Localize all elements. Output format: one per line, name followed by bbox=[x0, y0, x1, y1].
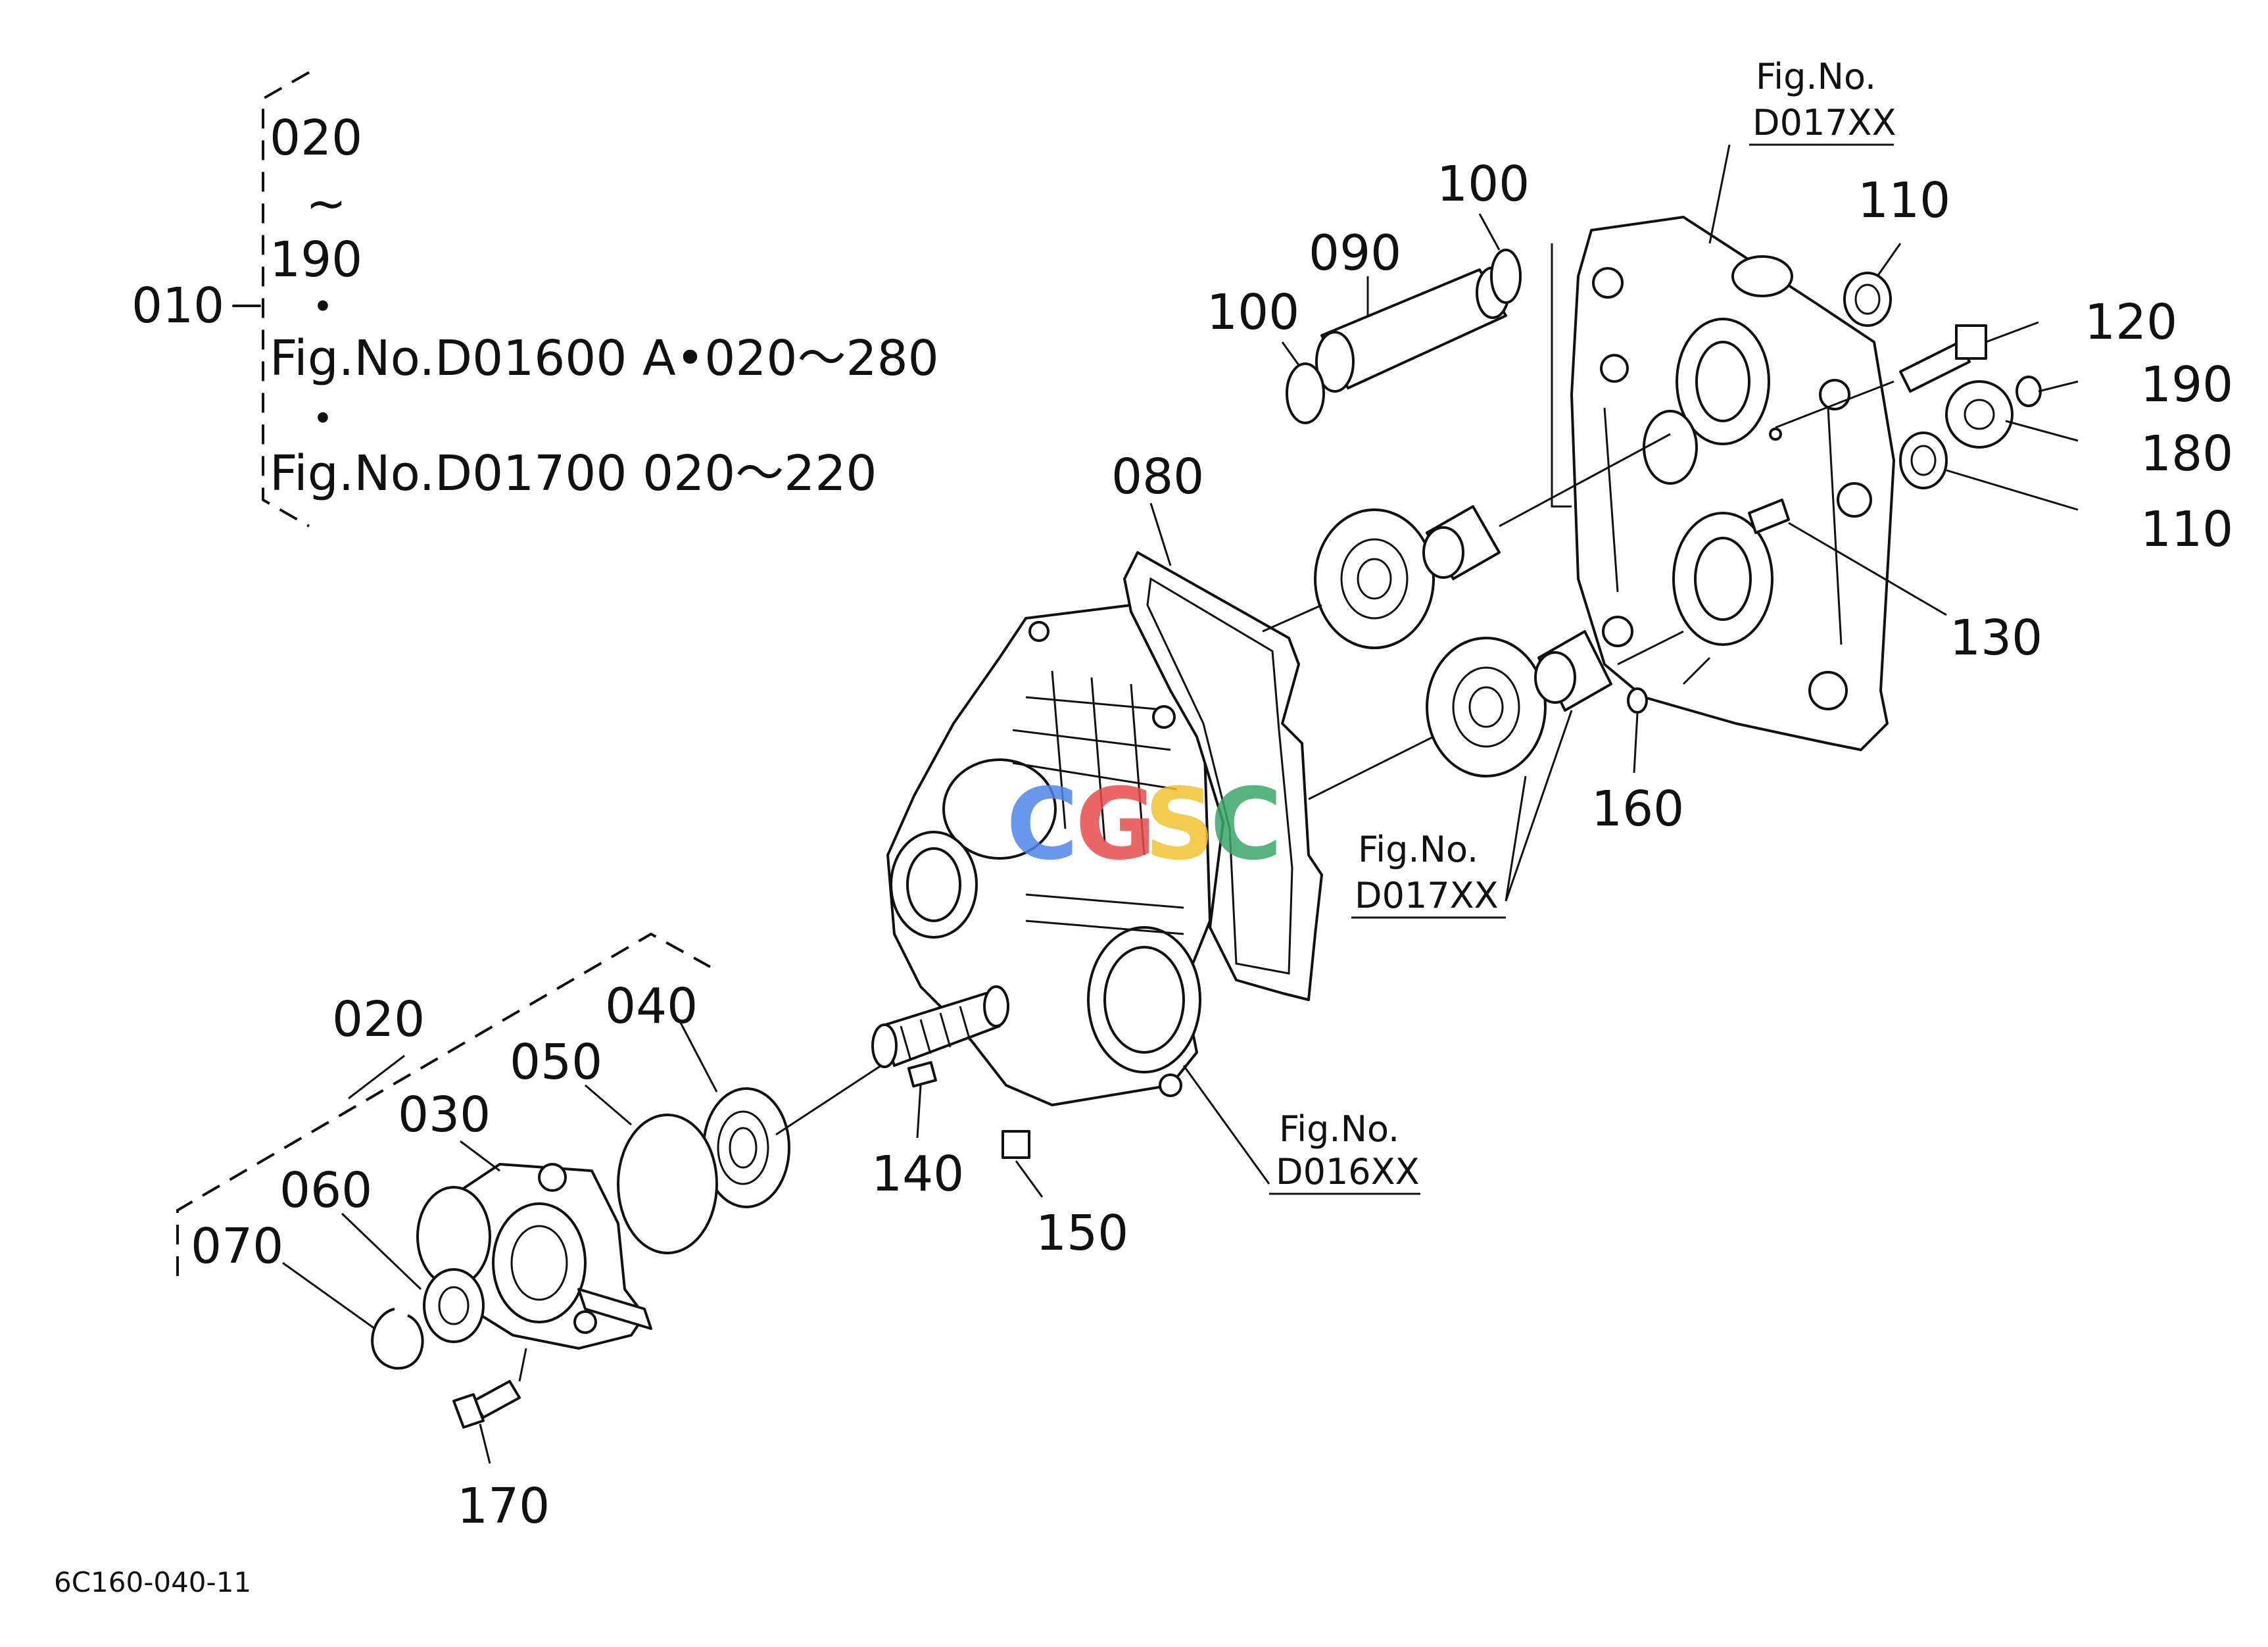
bushing-lower bbox=[1534, 630, 1612, 712]
watermark-letter-2: G bbox=[1075, 768, 1156, 882]
bushing-upper bbox=[1422, 505, 1501, 580]
kit-dot-1: • bbox=[312, 286, 333, 328]
callout-090: 090 bbox=[1309, 225, 1401, 282]
oil-seal-110-upper bbox=[1843, 272, 1892, 327]
rear-cover-housing bbox=[1570, 216, 1895, 751]
callout-070: 070 bbox=[191, 1218, 283, 1275]
gasket-080 bbox=[1123, 551, 1323, 1001]
callout-150: 150 bbox=[1036, 1205, 1128, 1262]
kit-line-190: 190 bbox=[270, 232, 362, 288]
pin-130 bbox=[1748, 499, 1790, 534]
leader-lines bbox=[282, 144, 2079, 1464]
o-ring-100-left bbox=[1286, 362, 1325, 424]
callout-100-right: 100 bbox=[1437, 156, 1530, 212]
callout-120: 120 bbox=[2085, 294, 2177, 351]
fig-ref-low: Fig.No. D016XX bbox=[1269, 1108, 1420, 1195]
callout-170: 170 bbox=[457, 1478, 550, 1535]
pin-140 bbox=[907, 1061, 937, 1088]
kit-ref-d01700: Fig.No.D01700 020～220 bbox=[270, 445, 877, 502]
callout-100-left: 100 bbox=[1207, 284, 1299, 341]
bearing-060 bbox=[423, 1268, 485, 1343]
o-ring-100-right bbox=[1490, 249, 1522, 304]
kit-ref-d01600: Fig.No.D01600 A•020～280 bbox=[270, 330, 939, 387]
callout-140: 140 bbox=[871, 1146, 964, 1202]
fig-ref-top: Fig.No. D017XX bbox=[1749, 56, 1896, 146]
fig-ref-mid-code: D017XX bbox=[1355, 875, 1499, 916]
callout-130: 130 bbox=[1950, 610, 2042, 666]
kit-bracket: 020 ~ 190 • Fig.No.D01600 A•020～280 • Fi… bbox=[132, 71, 939, 528]
bolt-170 bbox=[452, 1380, 521, 1429]
o-ring-050 bbox=[617, 1114, 718, 1254]
pump-kit-bracket bbox=[176, 932, 711, 1276]
o-ring-160 bbox=[1627, 687, 1648, 714]
fig-ref-low-label: Fig.No. bbox=[1279, 1108, 1399, 1150]
kit-line-020: 020 bbox=[270, 110, 362, 166]
callout-010: 010 bbox=[132, 278, 224, 334]
callout-160: 160 bbox=[1591, 781, 1684, 837]
plug-150 bbox=[1001, 1130, 1030, 1159]
callout-030: 030 bbox=[398, 1087, 491, 1143]
diagram-id: 6C160-040-11 bbox=[54, 1566, 251, 1598]
fig-ref-low-code: D016XX bbox=[1276, 1151, 1420, 1192]
fig-ref-top-label: Fig.No. bbox=[1756, 56, 1876, 97]
callout-060: 060 bbox=[279, 1162, 372, 1219]
callout-labels: 020 030 040 050 060 070 080 090 100 100 … bbox=[191, 156, 2233, 1535]
callout-040: 040 bbox=[605, 978, 698, 1035]
watermark-letter-3: S bbox=[1144, 768, 1215, 882]
fig-ref-mid: Fig.No. D017XX bbox=[1351, 829, 1506, 919]
snap-ring-070 bbox=[371, 1308, 424, 1370]
watermark-letter-4: C bbox=[1210, 768, 1282, 882]
snap-ring-190 bbox=[2015, 376, 2042, 407]
tube-090 bbox=[1315, 266, 1510, 393]
callout-080: 080 bbox=[1111, 449, 1204, 505]
fig-ref-mid-label: Fig.No. bbox=[1358, 829, 1478, 870]
callout-050: 050 bbox=[510, 1034, 602, 1091]
gear-180 bbox=[1945, 380, 2014, 449]
callout-110-upper: 110 bbox=[1858, 172, 1950, 229]
kit-dot-2: • bbox=[312, 398, 333, 439]
oil-seal-110-lower bbox=[1899, 431, 1948, 489]
bearing-plate-upper bbox=[1314, 508, 1435, 649]
watermark-logo: C G S C bbox=[1006, 768, 1282, 882]
watermark-letter-1: C bbox=[1006, 768, 1078, 882]
fig-ref-top-code: D017XX bbox=[1752, 102, 1896, 143]
callout-110-lower: 110 bbox=[2140, 501, 2233, 558]
bearing-plate-lower bbox=[1426, 637, 1547, 777]
kit-tilde: ~ bbox=[306, 176, 347, 232]
transmission-case bbox=[871, 604, 1257, 1106]
bolt-120 bbox=[1899, 324, 1987, 393]
callout-180: 180 bbox=[2140, 426, 2233, 482]
callout-190: 190 bbox=[2140, 356, 2233, 413]
callout-020: 020 bbox=[332, 991, 425, 1048]
